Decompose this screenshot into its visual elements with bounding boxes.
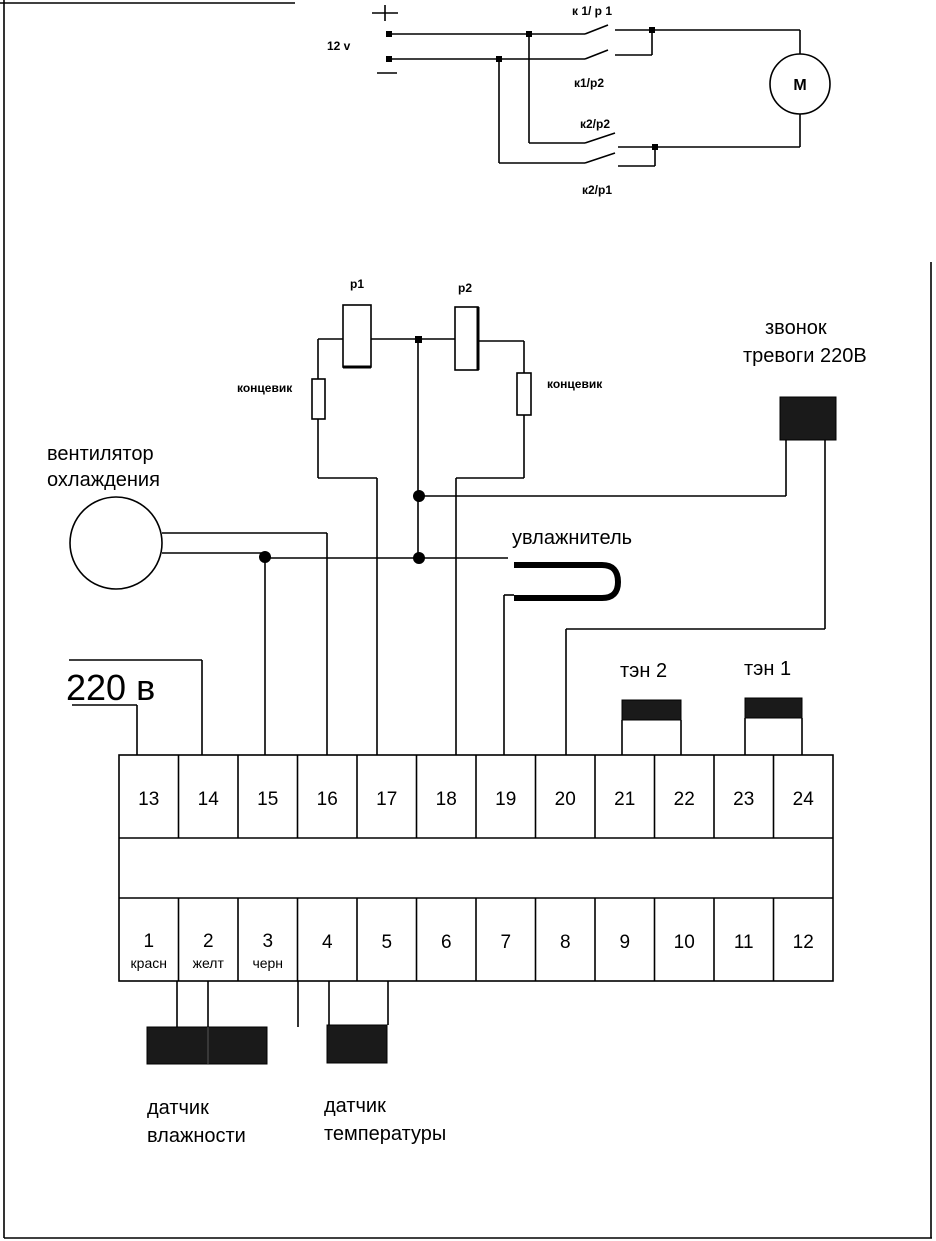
- limit-switch-left: [311, 378, 326, 420]
- heater2-icon: [621, 699, 682, 721]
- relay-p2-coil: [454, 306, 479, 371]
- humidity-sensor-icon: [146, 1026, 268, 1065]
- terminal-18: 18: [436, 789, 457, 810]
- motor-circuit: + − 12 v М к 1/ р 1 к1/р2: [327, 4, 831, 197]
- humidity-sensor-line2: влажности: [147, 1125, 246, 1147]
- sensors: датчик влажности датчик температуры: [146, 981, 446, 1147]
- terminal-7: 7: [500, 932, 511, 953]
- heater1-icon: [744, 697, 803, 719]
- fan: вентилятор охлаждения: [47, 443, 786, 755]
- terminal-11: 11: [734, 932, 754, 953]
- humidifier-label: увлажнитель: [512, 527, 632, 549]
- relay-p1-label: р1: [350, 277, 364, 291]
- limit-switch-right: [516, 372, 532, 416]
- humidifier: увлажнитель: [503, 527, 632, 755]
- terminal-12: 12: [793, 932, 814, 953]
- heater1-label: тэн 1: [744, 658, 791, 680]
- contact-k2p2: к2/р2: [580, 117, 610, 131]
- terminal-13: 13: [138, 789, 159, 810]
- terminal-23: 23: [733, 789, 754, 810]
- humidity-sensor-line1: датчик: [147, 1097, 209, 1119]
- mains-label: 220 в: [66, 667, 155, 708]
- voltage-label: 12 v: [327, 39, 351, 53]
- terminal-19: 19: [495, 789, 516, 810]
- temp-sensor-icon: [326, 1024, 388, 1064]
- terminal-2-color: желт: [193, 955, 225, 971]
- fan-label-line1: вентилятор: [47, 443, 154, 465]
- terminal-15: 15: [257, 789, 278, 810]
- terminal-1: 1: [143, 931, 154, 952]
- terminal-22: 22: [674, 789, 695, 810]
- fan-label-line2: охлаждения: [47, 469, 160, 491]
- terminal-block: 13 14 15 16 17 18 19 20 21 22 23 24 1 красн 2 желт 3 чер…: [118, 754, 834, 982]
- terminal-row-bottom: 1 красн 2 желт 3 черн 4 5 6 7 8 9 10 11 12: [131, 898, 814, 981]
- terminal-24: 24: [793, 789, 815, 810]
- contact-k1p1: к 1/ р 1: [572, 4, 612, 18]
- relay-block: р1 р2 концевик концевик: [237, 277, 603, 755]
- contact-k2p1: к2/р1: [582, 183, 612, 197]
- terminal-10: 10: [674, 932, 695, 953]
- terminal-21: 21: [614, 789, 635, 810]
- terminal-20: 20: [555, 789, 576, 810]
- relay-p2-label: р2: [458, 281, 472, 295]
- fan-icon: [69, 496, 163, 590]
- terminal-17: 17: [376, 789, 397, 810]
- temp-sensor-line2: температуры: [324, 1123, 446, 1145]
- mains-input: 220 в: [66, 659, 203, 755]
- alarm-label-line2: тревоги 220В: [743, 345, 867, 367]
- limit-switch-left-label: концевик: [237, 381, 293, 395]
- terminal-4: 4: [322, 932, 333, 953]
- terminal-3: 3: [262, 931, 273, 952]
- motor-icon: [769, 53, 831, 115]
- terminal-row-top: 13 14 15 16 17 18 19 20 21 22 23 24: [138, 755, 814, 838]
- motor-label: М: [793, 77, 806, 94]
- terminal-8: 8: [560, 932, 571, 953]
- relay-p1-coil: [342, 304, 372, 368]
- terminal-3-color: черн: [252, 955, 283, 971]
- terminal-14: 14: [198, 789, 220, 810]
- terminal-1-color: красн: [131, 955, 167, 971]
- humidifier-icon: [514, 562, 622, 601]
- alarm-label-line1: звонок: [765, 317, 827, 339]
- terminal-16: 16: [317, 789, 338, 810]
- terminal-6: 6: [441, 932, 452, 953]
- contact-k1p2: к1/р2: [574, 76, 604, 90]
- limit-switch-right-label: концевик: [547, 377, 603, 391]
- alarm-bell-icon: [779, 396, 837, 441]
- heater2-label: тэн 2: [620, 660, 667, 682]
- alarm-bell: звонок тревоги 220В: [565, 317, 867, 755]
- heaters: тэн 2 тэн 1: [620, 658, 803, 755]
- terminal-9: 9: [619, 932, 630, 953]
- temp-sensor-line1: датчик: [324, 1095, 386, 1117]
- terminal-5: 5: [381, 932, 392, 953]
- terminal-2: 2: [203, 931, 214, 952]
